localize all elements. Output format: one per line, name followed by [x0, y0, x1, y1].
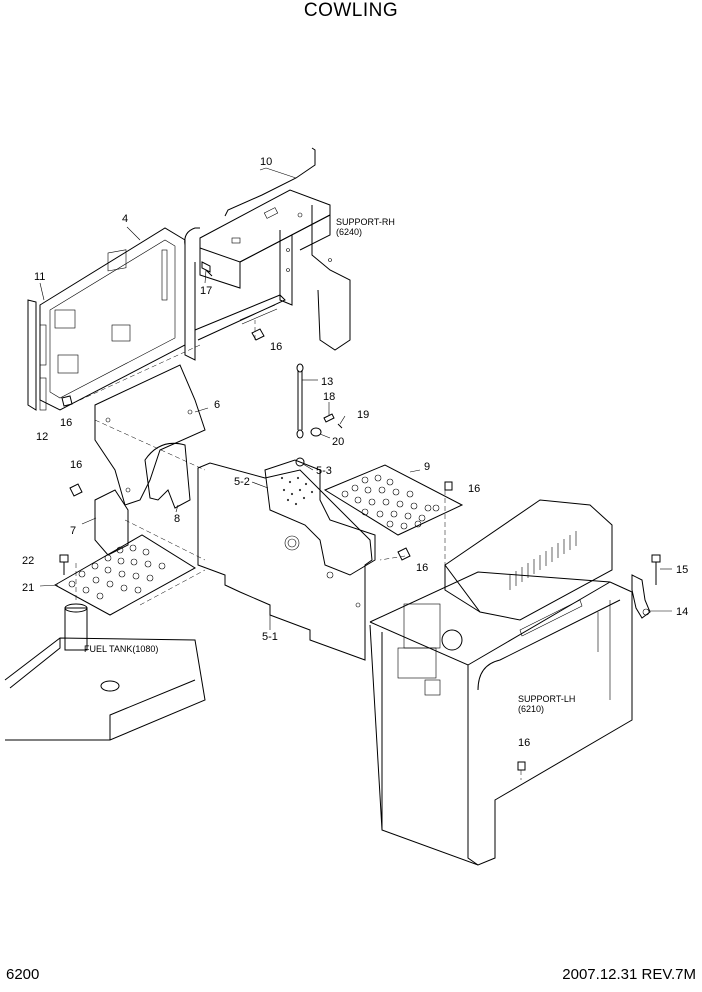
part-5-3-nut [295, 457, 305, 467]
bolt-22 [59, 554, 69, 575]
callout-5-3: 5-3 [316, 465, 332, 477]
support-lh-code: (6210) [518, 704, 544, 714]
callout-16: 16 [60, 417, 72, 429]
part-15-bolt [651, 554, 661, 585]
callout-11: 11 [34, 271, 45, 283]
part-19-pin [337, 423, 343, 429]
support-lh-frame [369, 571, 633, 866]
part-6-side-panel [94, 364, 206, 506]
callout-8: 8 [174, 513, 180, 525]
support-rh-frame [184, 189, 351, 361]
callout-5-2: 5-2 [234, 476, 250, 488]
callout-16: 16 [468, 483, 480, 495]
callout-13: 13 [321, 376, 333, 388]
callout-16: 16 [518, 737, 530, 749]
callout-labels: 10 4 11 17 16 12 16 6 13 18 19 20 16 7 8… [22, 156, 688, 749]
fuel-tank-label: FUEL TANK(1080) [84, 644, 158, 654]
callout-4: 4 [122, 213, 128, 225]
callout-7: 7 [70, 525, 76, 537]
part-10-rod [224, 147, 316, 217]
support-rh-label: SUPPORT-RH [336, 217, 395, 227]
callout-16: 16 [270, 341, 282, 353]
support-lh-label: SUPPORT-LH [518, 694, 575, 704]
part-17-bolt [201, 261, 213, 277]
callout-14: 14 [676, 606, 688, 618]
callout-10: 10 [260, 156, 272, 168]
part-5-2-perforated-panel [264, 459, 376, 576]
callout-5-1: 5-1 [262, 631, 278, 643]
callout-15: 15 [676, 564, 688, 576]
support-rh-code: (6240) [336, 227, 362, 237]
bolts-16 [61, 328, 526, 771]
callout-6: 6 [214, 399, 220, 411]
part-9-grille [323, 464, 464, 536]
part-5-1-main-panel [197, 462, 373, 661]
part-11-12-hinges [27, 299, 47, 411]
part-8-bracket [144, 442, 191, 509]
part-20-washer [310, 427, 322, 437]
part-7-plate [94, 489, 129, 556]
part-13-stay [296, 363, 304, 439]
callout-17: 17 [200, 285, 212, 297]
page-title: COWLING [303, 0, 399, 21]
callout-21: 21 [22, 582, 34, 594]
part-14-latch [631, 574, 651, 619]
reference-labels: SUPPORT-RH (6240) SUPPORT-LH (6210) FUEL… [84, 217, 575, 714]
part-18-bolt [323, 413, 335, 423]
page-number: 6200 [6, 966, 40, 983]
fuel-tank [4, 560, 206, 741]
part-4-cover-panel [39, 227, 186, 411]
callout-18: 18 [323, 391, 335, 403]
callout-19: 19 [357, 409, 369, 421]
cab-shroud [444, 499, 613, 621]
callout-9: 9 [424, 461, 430, 473]
part-21-grille-plate [53, 534, 196, 616]
callout-20: 20 [332, 436, 344, 448]
leader-lines [39, 167, 672, 780]
callout-22: 22 [22, 555, 34, 567]
callout-16: 16 [416, 562, 428, 574]
callout-16: 16 [70, 459, 82, 471]
date-revision: 2007.12.31 REV.7M [562, 966, 696, 983]
callout-12: 12 [36, 431, 48, 443]
